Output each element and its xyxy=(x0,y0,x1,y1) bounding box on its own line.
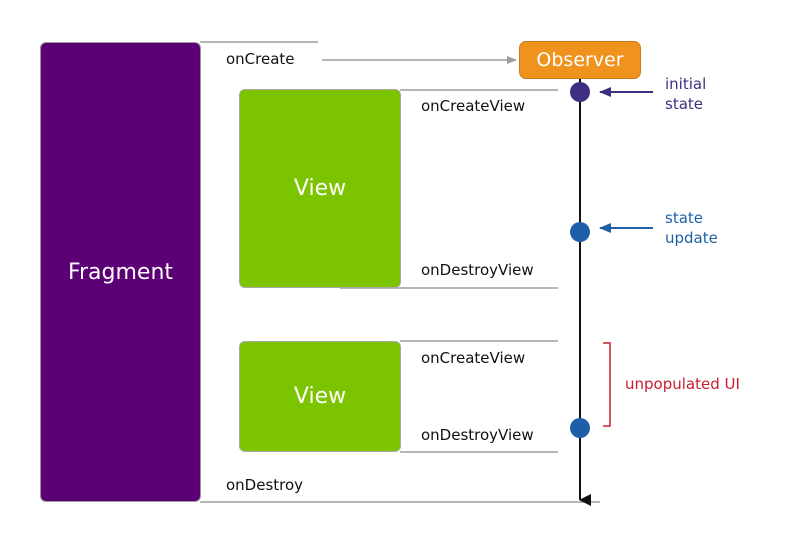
state-update-note: state update xyxy=(665,209,718,247)
unpopulated-ui-note: unpopulated UI xyxy=(625,375,740,393)
observer-label: Observer xyxy=(536,49,624,71)
on-destroy-view-label-second: onDestroyView xyxy=(421,426,534,444)
initial-state-dot xyxy=(570,82,590,102)
state-update-dot xyxy=(570,222,590,242)
observer-box: Observer xyxy=(519,41,641,79)
fragment-box: Fragment xyxy=(40,42,201,502)
view-box-first: View xyxy=(239,89,401,288)
late-state-update-dot xyxy=(570,418,590,438)
on-create-view-label-first: onCreateView xyxy=(421,97,526,115)
on-create-view-label-second: onCreateView xyxy=(421,349,526,367)
on-create-label: onCreate xyxy=(226,50,295,68)
view-box-second: View xyxy=(239,341,401,452)
view-label-second: View xyxy=(293,384,347,409)
on-destroy-label: onDestroy xyxy=(226,476,304,494)
on-destroy-view-label-first: onDestroyView xyxy=(421,261,534,279)
initial-state-note: initial state xyxy=(665,75,707,113)
unpopulated-bracket xyxy=(603,342,611,427)
fragment-label: Fragment xyxy=(67,259,174,285)
view-label-first: View xyxy=(293,176,347,201)
